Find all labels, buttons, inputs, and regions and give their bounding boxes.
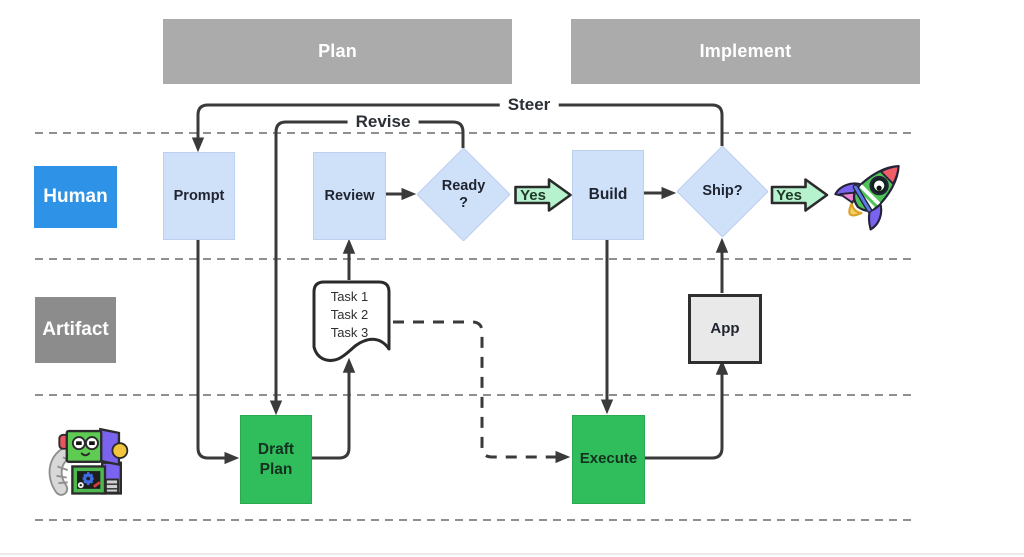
yes-arrow-shape-2 <box>770 178 829 212</box>
ship-label-text: Ship? <box>702 183 743 200</box>
yes-arrow-ready-build: Yes <box>514 178 572 212</box>
node-app: App <box>688 294 762 364</box>
robot-icon <box>44 418 138 500</box>
task-document-text: Task 1 Task 2 Task 3 <box>306 288 393 342</box>
phase-bar-implement: Implement <box>571 19 920 84</box>
phase-bar-plan-label: Plan <box>318 41 357 61</box>
node-review: Review <box>313 152 386 240</box>
yes-arrow-shape <box>514 178 572 212</box>
node-prompt: Prompt <box>163 152 235 240</box>
ship-diamond-shape <box>677 146 768 237</box>
task-document-shape <box>312 280 391 362</box>
task-line-3: Task 3 <box>330 325 369 340</box>
node-review-label: Review <box>324 187 375 204</box>
edge-prompt-draftplan <box>196 238 240 465</box>
edge-ship-steer-prompt <box>191 103 724 153</box>
task-line-2: Task 2 <box>330 307 369 322</box>
ready-label-line1: Ready <box>441 177 486 194</box>
node-task-document: Task 1 Task 2 Task 3 <box>306 279 393 363</box>
ready-diamond-shape <box>417 148 510 241</box>
ready-label-line2: ? <box>459 194 468 211</box>
phase-bar-plan: Plan <box>163 19 512 84</box>
lane-label-human: Human <box>34 166 117 228</box>
edge-label-revise: Revise <box>347 112 419 132</box>
phase-bar-implement-label: Implement <box>699 41 792 61</box>
edge-draftplan-tasks <box>311 357 356 460</box>
lane-label-human-text: Human <box>43 186 108 207</box>
rocket-icon-art <box>834 165 900 231</box>
node-ship-decision: Ship? <box>677 146 768 237</box>
node-ready-label: Ready ? <box>417 148 510 241</box>
task-line-1: Task 1 <box>330 289 369 304</box>
rocket-icon <box>826 150 914 236</box>
node-app-label: App <box>710 319 740 337</box>
edge-label-steer: Steer <box>499 95 559 115</box>
robot-icon-art <box>48 427 129 496</box>
node-ship-label: Ship? <box>677 146 768 237</box>
node-build-label: Build <box>588 186 628 204</box>
node-ready-decision: Ready ? <box>417 148 510 241</box>
yes-arrow-ready-label: Yes <box>520 186 546 204</box>
node-execute-label: Execute <box>579 450 638 468</box>
node-prompt-label: Prompt <box>173 187 225 204</box>
lane-label-artifact-text: Artifact <box>42 319 109 340</box>
yes-arrow-ship-launch: Yes <box>770 178 829 212</box>
node-draft-plan-label: Draft Plan <box>257 441 295 478</box>
node-execute: Execute <box>572 415 645 504</box>
node-draft-plan: Draft Plan <box>240 415 312 504</box>
node-build: Build <box>572 150 644 240</box>
edge-execute-app <box>643 359 729 460</box>
lane-label-artifact: Artifact <box>35 297 116 363</box>
edge-tasks-execute-dashed <box>393 320 571 464</box>
yes-arrow-ship-label: Yes <box>776 186 802 204</box>
